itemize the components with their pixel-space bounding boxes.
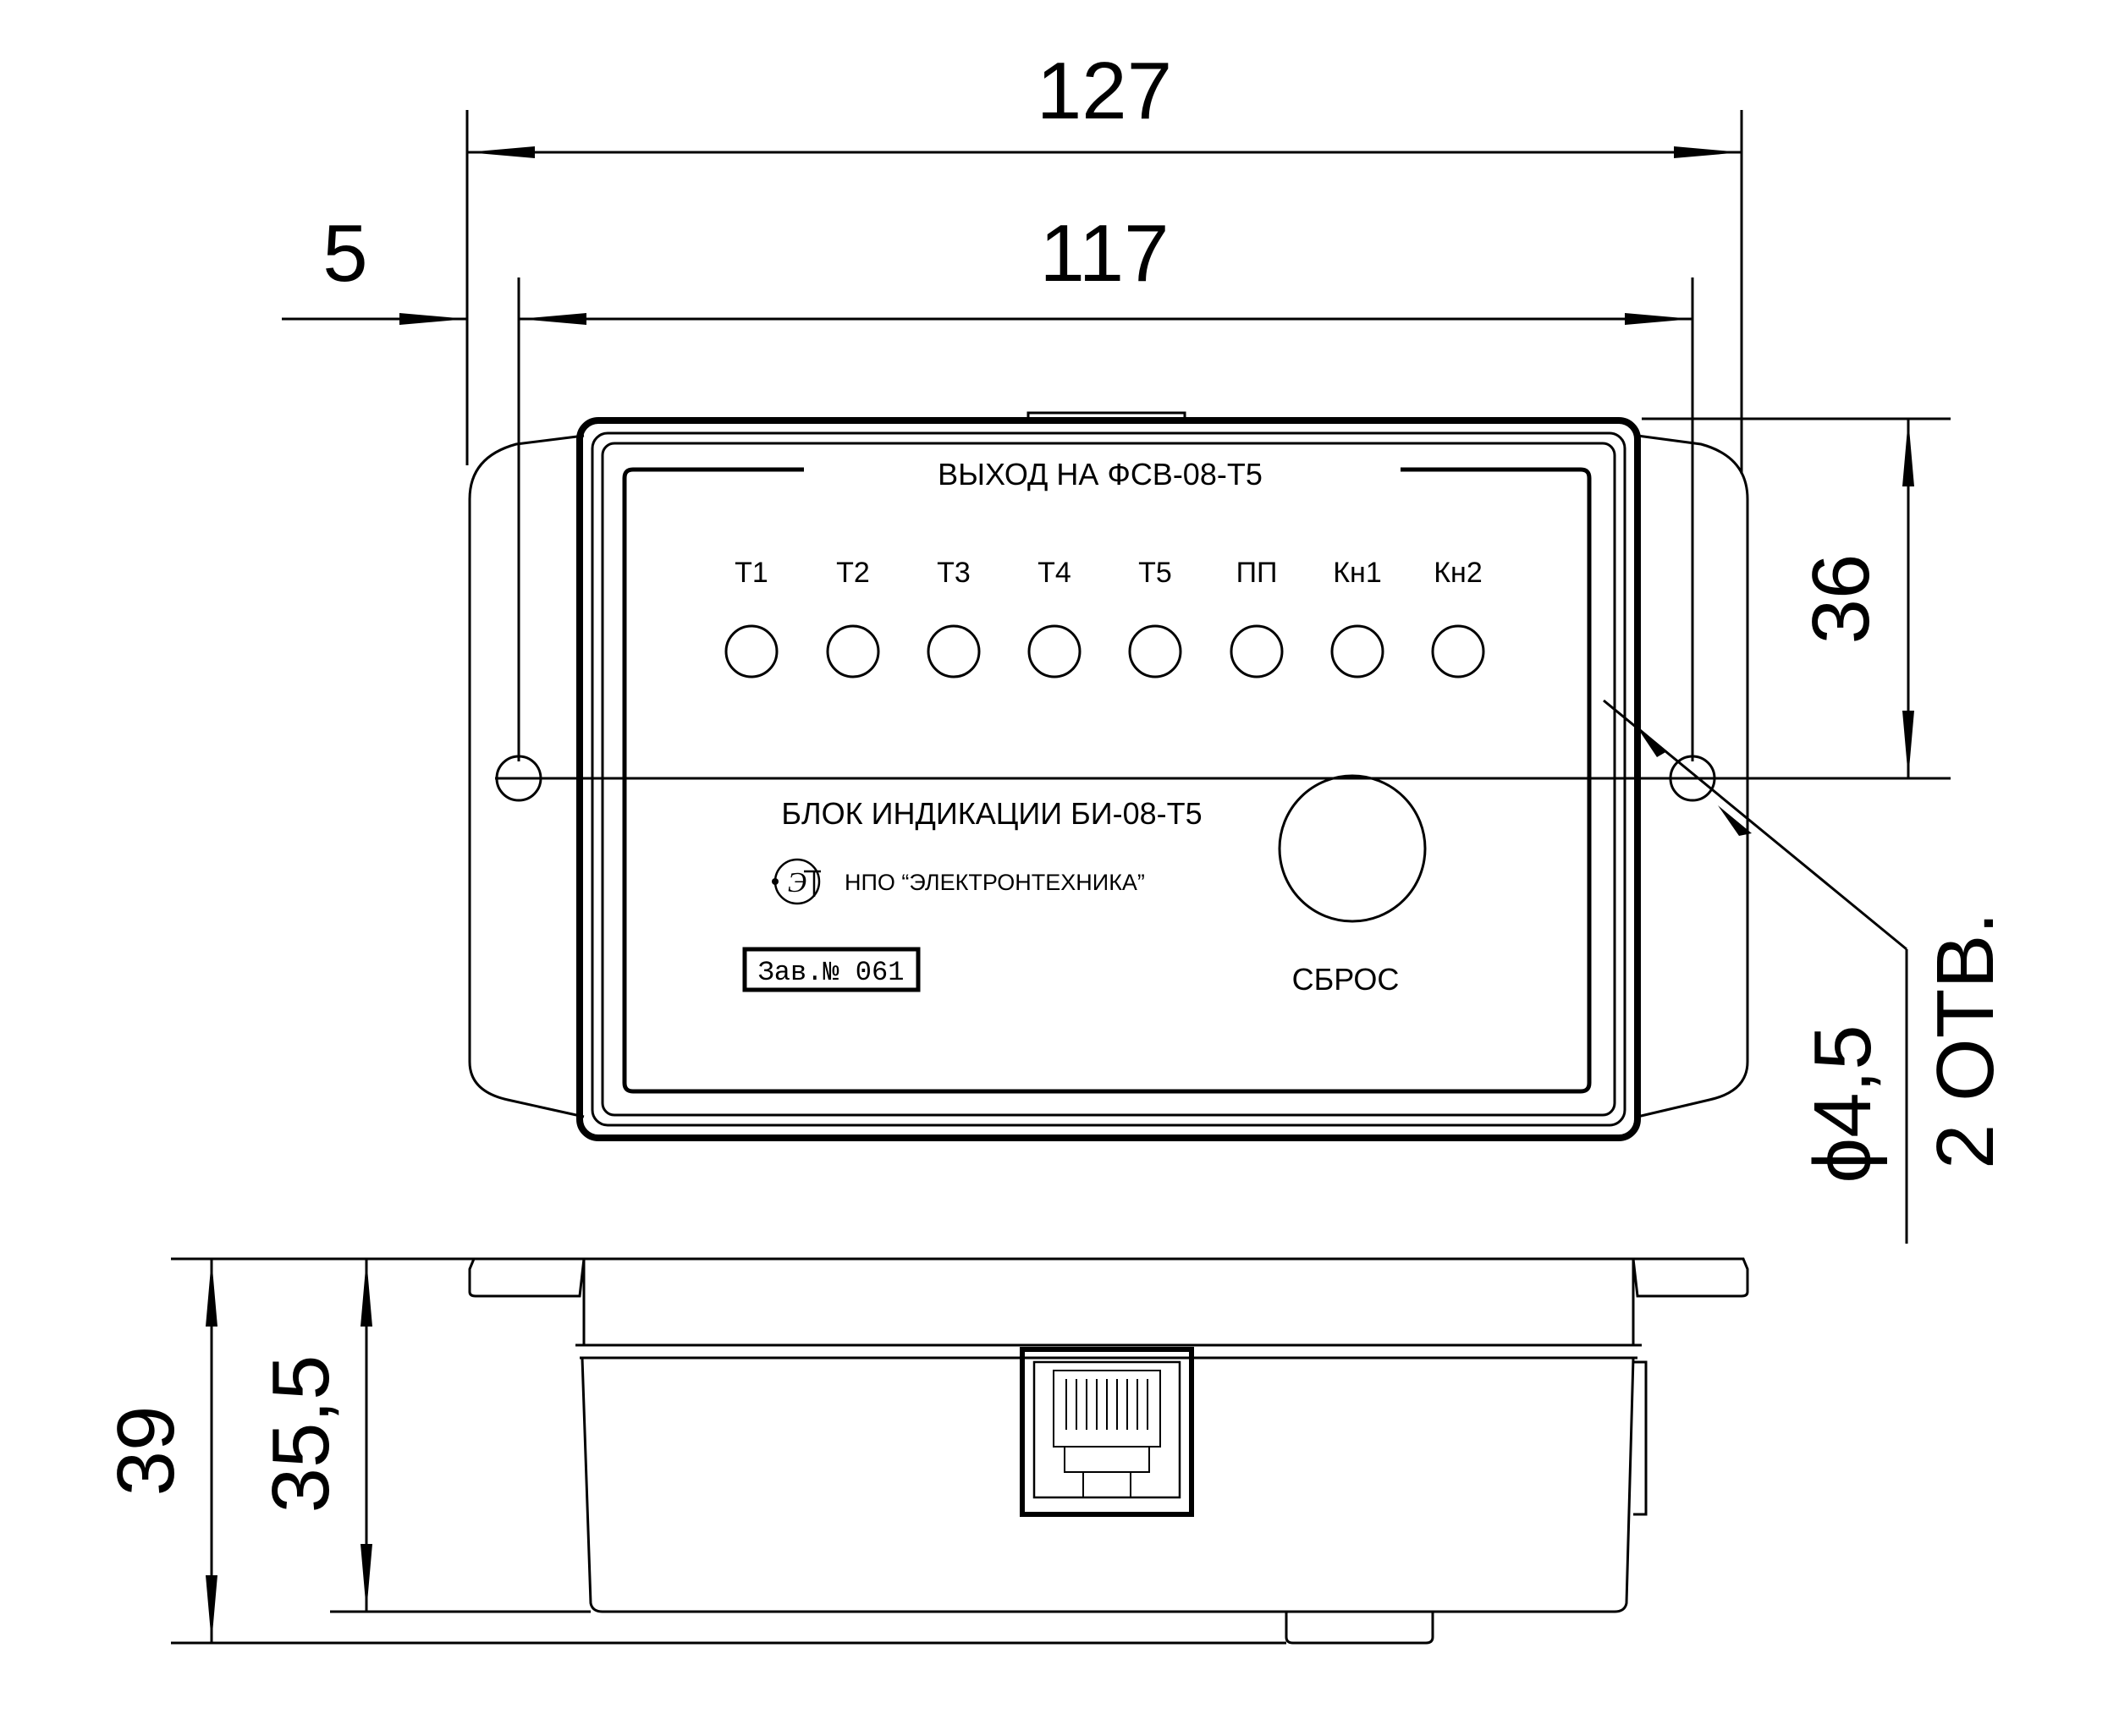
led-indicator	[1027, 624, 1082, 678]
dim-total-height: 39	[101, 1406, 191, 1497]
dim-hole-height: 36	[1796, 554, 1886, 645]
dim-hole-spacing: 117	[1039, 208, 1169, 299]
manufacturer-name: НПО “ЭЛЕКТРОНТЕХНИКА”	[845, 870, 1145, 895]
svg-text:Э: Э	[788, 867, 806, 898]
indicator-label-t4: Т4	[1037, 557, 1071, 589]
side-body	[575, 1343, 1648, 1613]
led-indicator	[927, 624, 981, 678]
dim-flange-offset: 5	[322, 208, 367, 299]
top-tab	[1026, 411, 1186, 420]
dim-overall-width: 127	[1037, 46, 1172, 136]
rj-connector-icon	[1020, 1347, 1194, 1517]
output-label: ВЫХОД НА ФСВ-08-Т5	[938, 457, 1263, 492]
et-logo-icon: Э	[772, 858, 821, 905]
indicator-label-t5: Т5	[1138, 557, 1172, 589]
dim-hole-diameter: ϕ4,5	[1797, 1025, 1888, 1183]
indicator-label-t1: Т1	[735, 557, 768, 589]
side-dimensions: 39 35,5	[101, 1257, 1286, 1645]
led-indicator	[1330, 624, 1384, 678]
led-indicator	[1128, 624, 1182, 678]
indicator-label-kn2: Кн2	[1434, 557, 1483, 589]
led-indicator	[1230, 624, 1284, 678]
serial-plate	[742, 947, 921, 992]
dim-body-height: 35,5	[256, 1355, 346, 1514]
side-view	[468, 1257, 1749, 1645]
serial-number: Зав.№ 061	[758, 957, 905, 988]
indicator-label-t2: Т2	[836, 557, 870, 589]
right-dimensions: 36 ϕ4,5 2 ОТВ.	[1603, 417, 2011, 1244]
led-indicator	[826, 624, 880, 678]
device-name: БЛОК ИНДИКАЦИИ БИ-08-Т5	[781, 796, 1202, 831]
dim-hole-count: 2 ОТВ.	[1920, 912, 2011, 1169]
indicator-label-t3: Т3	[937, 557, 971, 589]
flange-outline	[468, 434, 1749, 1118]
top-dimensions: 127 117 5	[282, 46, 1743, 761]
panel-border	[622, 467, 1592, 1094]
indicator-label-pp: ПП	[1236, 557, 1278, 589]
led-indicator	[1431, 624, 1485, 678]
led-indicator	[724, 624, 779, 678]
indicator-label-kn1: Кн1	[1333, 557, 1382, 589]
reset-label: СБРОС	[1292, 962, 1400, 997]
reset-button	[1278, 774, 1427, 923]
top-view: ВЫХОД НА ФСВ-08-Т5 Т1 Т2 Т3 Т4 Т5 ПП Кн1…	[468, 411, 1951, 1141]
